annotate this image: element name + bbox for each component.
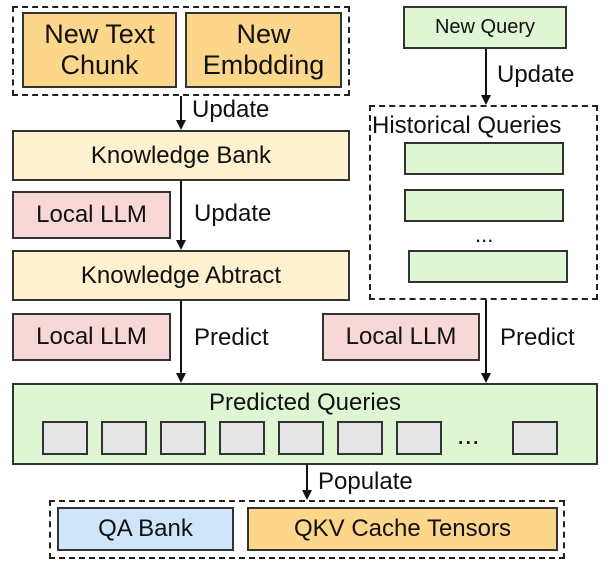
update-label-2: Update — [194, 200, 272, 227]
local-llm-box-2: Local LLM — [12, 313, 171, 361]
local-llm-box-3: Local LLM — [322, 313, 480, 361]
new-embedding-box: New Embdding — [185, 12, 342, 88]
new-data-group — [12, 6, 350, 96]
historical-queries-group — [369, 105, 598, 300]
predicted-query-cell — [512, 421, 558, 455]
historical-queries-ellipsis: ... — [475, 222, 494, 247]
predicted-query-cell — [219, 421, 265, 455]
new-text-chunk-box: New Text Chunk — [22, 12, 177, 88]
predicted-queries-title: Predicted Queries — [208, 389, 402, 416]
update-label-3: Update — [497, 61, 575, 88]
new-query-box: New Query — [403, 6, 567, 49]
historical-query-item — [404, 142, 564, 175]
qa-bank-box: QA Bank — [57, 507, 234, 551]
predict-label-1: Predict — [194, 324, 269, 351]
historical-queries-title: Historical Queries — [372, 112, 562, 139]
update-label-1: Update — [192, 96, 270, 123]
historical-query-item — [408, 250, 568, 283]
knowledge-bank-box: Knowledge Bank — [12, 130, 350, 181]
predicted-query-cell — [396, 421, 442, 455]
predicted-query-cell — [42, 421, 88, 455]
knowledge-abstract-box: Knowledge Abtract — [12, 250, 350, 301]
predicted-query-cell — [101, 421, 147, 455]
qkv-cache-box: QKV Cache Tensors — [247, 507, 558, 551]
predicted-query-cell — [337, 421, 383, 455]
predict-label-2: Predict — [500, 324, 575, 351]
local-llm-box-1: Local LLM — [12, 191, 171, 239]
output-group — [49, 500, 565, 559]
predicted-query-cell — [278, 421, 324, 455]
predicted-query-cell — [160, 421, 206, 455]
populate-label: Populate — [318, 468, 413, 495]
historical-query-item — [404, 189, 564, 222]
predicted-queries-ellipsis: ... — [457, 420, 480, 450]
